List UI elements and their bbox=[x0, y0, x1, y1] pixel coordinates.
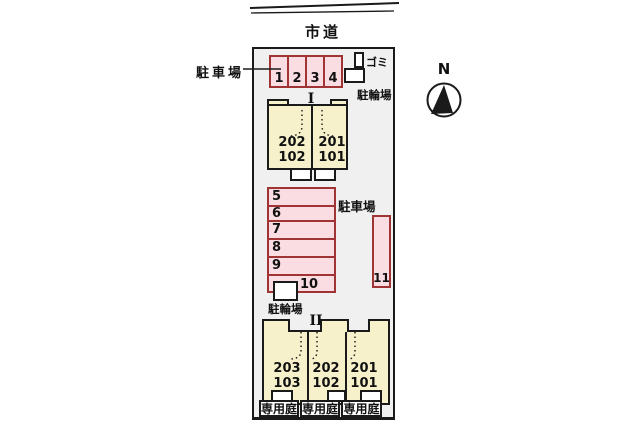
building2-name: II bbox=[309, 313, 323, 329]
building2-unit-divider-1 bbox=[307, 332, 309, 404]
building2-unit3-upper: 201 bbox=[350, 361, 378, 376]
parking-row-divider bbox=[268, 238, 335, 240]
building1-unit1-lower: 102 bbox=[278, 150, 306, 165]
building2-entry-notch-2 bbox=[347, 319, 370, 332]
building1-entry-box-1 bbox=[290, 168, 312, 181]
north-compass-circle bbox=[426, 82, 462, 118]
parking-stall-11-number: 11 bbox=[373, 271, 390, 285]
building1-unit2-lower: 101 bbox=[318, 150, 346, 165]
north-compass-needle bbox=[431, 85, 453, 114]
private-garden-3: 専用庭 bbox=[341, 400, 382, 417]
private-garden-2: 専用庭 bbox=[300, 400, 340, 417]
building2-unit2-lower: 102 bbox=[312, 376, 340, 391]
parking-stall-3: 3 bbox=[305, 55, 325, 88]
bike-parking-label-top: 駐輪場 bbox=[357, 88, 392, 102]
parking-row-divider bbox=[268, 274, 335, 276]
road-label: 市道 bbox=[304, 23, 341, 41]
parking-label-left: 駐車場 bbox=[196, 66, 245, 81]
building1-unit1-upper: 202 bbox=[278, 135, 306, 150]
parking-stall-6: 6 bbox=[272, 206, 282, 221]
road-edge-line-inner bbox=[250, 10, 395, 14]
building1-name: I bbox=[307, 91, 315, 107]
parking-row-divider bbox=[268, 220, 335, 222]
private-garden-1: 専用庭 bbox=[259, 400, 299, 417]
parking-stall-8: 8 bbox=[272, 240, 282, 255]
building2-entry-notch-1 bbox=[288, 319, 322, 332]
building1-left-parapet bbox=[267, 99, 289, 107]
building1-entry-box-2 bbox=[314, 168, 336, 181]
parking-row-divider bbox=[268, 256, 335, 258]
parking-stall-7: 7 bbox=[272, 222, 282, 237]
building2-unit-divider-2 bbox=[345, 332, 347, 404]
garbage-label: ゴミ bbox=[366, 56, 388, 69]
parking-stall-1: 1 bbox=[269, 55, 289, 88]
garbage-station-box bbox=[344, 68, 365, 83]
parking-stall-11 bbox=[372, 215, 391, 288]
parking-stall-2: 2 bbox=[287, 55, 307, 88]
building1-unit-divider bbox=[311, 106, 313, 168]
parking-stall-4: 4 bbox=[323, 55, 343, 88]
building2-unit2-upper: 202 bbox=[312, 361, 340, 376]
building1-unit2-upper: 201 bbox=[318, 135, 346, 150]
bike-parking-label-mid: 駐輪場 bbox=[268, 302, 303, 316]
parking-row-divider bbox=[268, 205, 335, 207]
parking-stall-5: 5 bbox=[272, 189, 282, 204]
building2-unit1-upper: 203 bbox=[273, 361, 301, 376]
parking-stall-9: 9 bbox=[272, 258, 282, 273]
building1-right-parapet bbox=[330, 99, 348, 107]
road-edge-line-outer bbox=[249, 2, 400, 9]
parking-label-mid: 駐車場 bbox=[338, 199, 376, 214]
north-label: N bbox=[437, 60, 451, 78]
building2-unit1-lower: 103 bbox=[273, 376, 301, 391]
bike-parking-box-mid bbox=[273, 281, 298, 301]
building2-unit3-lower: 101 bbox=[350, 376, 378, 391]
garbage-bin-box bbox=[354, 52, 364, 68]
parking-stall-10: 10 bbox=[300, 277, 319, 292]
